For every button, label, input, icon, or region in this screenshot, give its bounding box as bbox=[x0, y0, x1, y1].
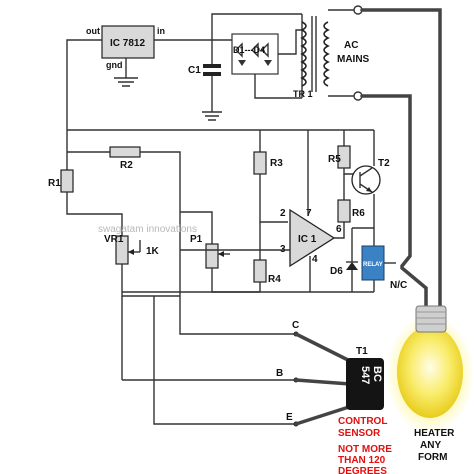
ic1-pin2-label: 2 bbox=[280, 208, 286, 219]
transistor-t2 bbox=[351, 165, 381, 195]
resistor-r3 bbox=[253, 151, 267, 175]
vr1-label: VR1 bbox=[104, 234, 124, 245]
vr1-value-label: 1K bbox=[146, 246, 160, 257]
resistor-r2 bbox=[109, 146, 141, 158]
r1-label: R1 bbox=[48, 178, 61, 189]
ic7812-in-label: in bbox=[157, 26, 165, 36]
resistor-r1 bbox=[60, 169, 74, 193]
r3-label: R3 bbox=[270, 158, 283, 169]
watermark-text: swagatam innovations bbox=[98, 224, 197, 235]
ic7812-out-label: out bbox=[86, 26, 100, 36]
heater-label-line2: ANY bbox=[420, 440, 441, 451]
temperature-note-line3: DEGREES bbox=[338, 466, 387, 474]
nc-label: N/C bbox=[390, 280, 407, 291]
potentiometer-p1 bbox=[205, 243, 219, 269]
r2-label: R2 bbox=[120, 160, 133, 171]
ac-mains-label-line2: MAINS bbox=[337, 54, 370, 65]
relay-label: RELAY bbox=[363, 262, 383, 268]
ic1-pin4-label: 4 bbox=[312, 254, 318, 265]
heater-label-line1: HEATER bbox=[414, 428, 455, 439]
sensor-c-label: C bbox=[292, 320, 299, 331]
ic7812-regulator bbox=[101, 25, 155, 59]
r5-label: R5 bbox=[328, 154, 341, 165]
p1-label: P1 bbox=[190, 234, 203, 245]
ic7812-gnd-label: gnd bbox=[106, 60, 123, 70]
c1-label: C1 bbox=[188, 65, 201, 76]
sensor-b-label: B bbox=[276, 368, 283, 379]
sensor-e-label: E bbox=[286, 412, 293, 423]
ic1-pin7-label: 7 bbox=[306, 208, 312, 219]
ac-mains-label-line1: AC bbox=[344, 40, 358, 51]
bridge-rectifier bbox=[212, 29, 302, 99]
temperature-note-line2: THAN 120 bbox=[338, 455, 386, 466]
resistor-r4 bbox=[253, 259, 267, 283]
sensor-section: C B E BC 547 T1 CONTROL SENSOR NOT MORE … bbox=[122, 320, 392, 474]
transformer-tr1 bbox=[300, 9, 356, 98]
bc547-label-line2: 547 bbox=[359, 366, 371, 384]
resistor-r6 bbox=[337, 199, 351, 223]
r4-label: R4 bbox=[268, 274, 281, 285]
r6-label: R6 bbox=[352, 208, 365, 219]
t2-label: T2 bbox=[378, 158, 390, 169]
ic1-pin6-label: 6 bbox=[336, 224, 342, 235]
control-sensor-line2: SENSOR bbox=[338, 428, 381, 439]
ground-symbol-regulator bbox=[114, 77, 138, 87]
heater-label-line3: FORM bbox=[418, 452, 447, 463]
ic1-label: IC 1 bbox=[298, 234, 317, 245]
tr1-label: TR 1 bbox=[293, 89, 313, 99]
heater-bulb bbox=[386, 305, 474, 434]
power-supply-section: IC 7812 out in gnd C1 D bbox=[66, 5, 442, 308]
control-section: R1 R2 VR1 1K P1 R3 R4 bbox=[48, 129, 407, 382]
diode-d6 bbox=[346, 261, 358, 270]
t1-label: T1 bbox=[356, 346, 368, 357]
opamp-ic1 bbox=[289, 208, 336, 268]
control-sensor-line1: CONTROL bbox=[338, 416, 387, 427]
bc547-label-line1: BC bbox=[371, 366, 383, 382]
temperature-note-line1: NOT MORE bbox=[338, 444, 392, 455]
ic7812-label: IC 7812 bbox=[110, 38, 145, 49]
sensor-transistor-t1 bbox=[346, 358, 384, 410]
capacitor-c1 bbox=[202, 40, 222, 121]
d6-label: D6 bbox=[330, 266, 343, 277]
d1-d4-label: D1---D4 bbox=[233, 45, 265, 55]
